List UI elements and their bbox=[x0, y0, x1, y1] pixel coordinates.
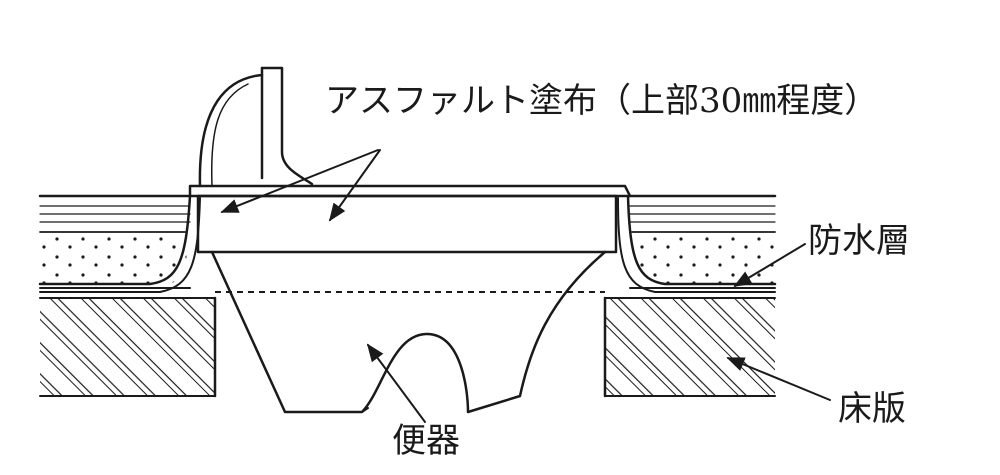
mortar-layer bbox=[39, 231, 776, 288]
toilet-body bbox=[188, 66, 632, 414]
label-waterproof-layer: 防水層 bbox=[808, 221, 910, 261]
floor-slab bbox=[39, 296, 776, 398]
floor-finish bbox=[38, 194, 777, 223]
label-asphalt-coating: アスファルト塗布（上部30㎜程度） bbox=[325, 81, 878, 121]
label-floor-slab: 床版 bbox=[838, 389, 906, 429]
label-toilet: 便器 bbox=[392, 421, 460, 461]
leader-lines bbox=[220, 149, 831, 423]
